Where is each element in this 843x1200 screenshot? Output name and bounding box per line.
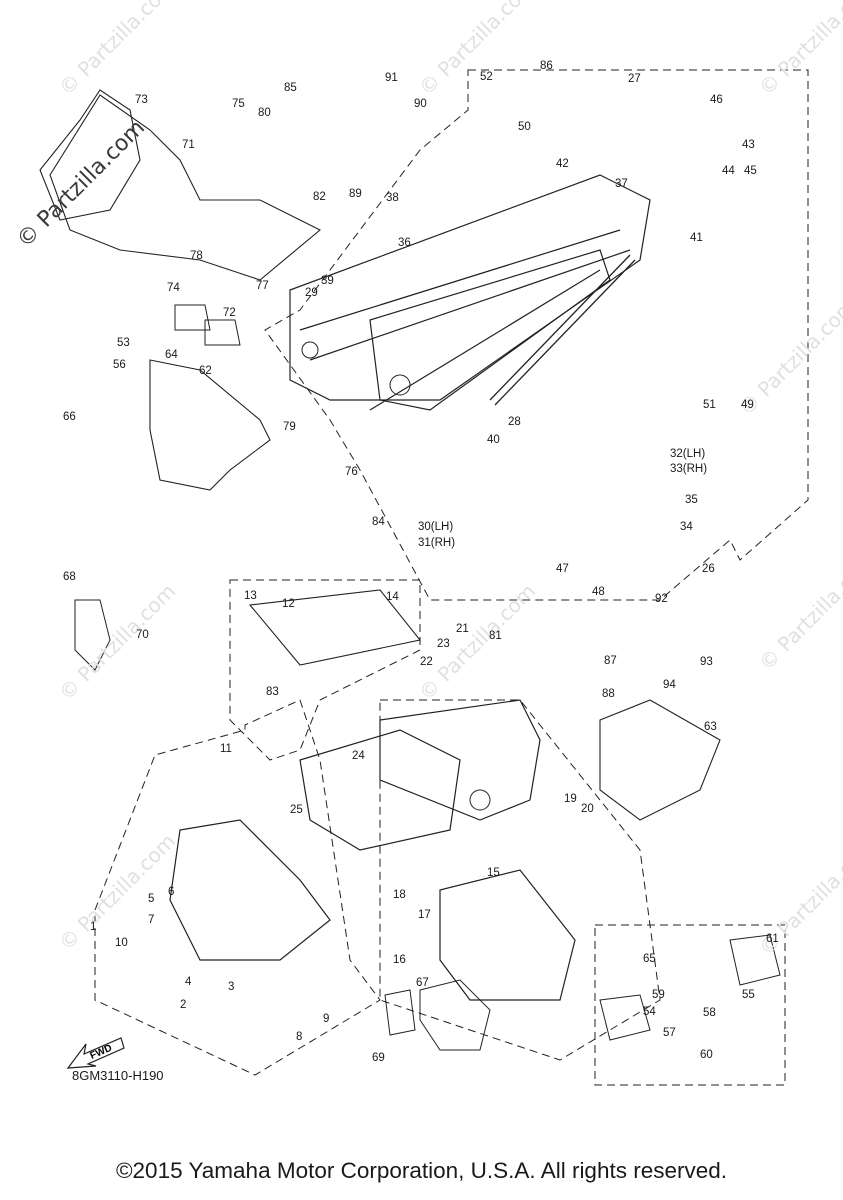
forward-arrow-icon: FWD xyxy=(66,1037,125,1069)
upper-frame-pan xyxy=(289,174,651,401)
cooler-core xyxy=(439,869,576,1001)
duct-67 xyxy=(419,979,491,1051)
front-top-plate xyxy=(248,589,421,666)
front-cross-group-outline xyxy=(229,579,421,761)
front-support-left xyxy=(169,819,331,961)
frame-hole xyxy=(301,341,319,359)
upper-frame-side xyxy=(369,249,611,411)
fwd-label: FWD xyxy=(88,1043,113,1062)
upper-frame-rail xyxy=(299,229,631,411)
rear-bracket-group-outline xyxy=(594,924,786,1086)
shield-73 xyxy=(39,89,141,221)
left-support-group-outline xyxy=(94,699,381,1076)
cross-rod xyxy=(489,254,636,406)
rear-end-plate xyxy=(729,934,781,986)
frame-hole xyxy=(389,374,411,396)
cooler-group-outline xyxy=(379,699,661,1061)
heat-shield-pad xyxy=(174,304,241,346)
guard-68 xyxy=(74,599,111,671)
upper-frame-group-outline xyxy=(264,69,809,601)
main-cross-member-side xyxy=(299,729,461,851)
diagram-part-code: 8GM3110-H190 xyxy=(72,1068,164,1083)
duct-69 xyxy=(384,989,416,1036)
bearing-hole xyxy=(469,789,491,811)
main-cross-member xyxy=(379,699,541,821)
right-heat-shield xyxy=(599,699,721,821)
tank-bracket xyxy=(149,359,271,491)
front-cowl-bracket xyxy=(49,94,321,281)
copyright-notice: ©2015 Yamaha Motor Corporation, U.S.A. A… xyxy=(115,1158,728,1183)
lower-mount-bracket xyxy=(599,994,651,1041)
